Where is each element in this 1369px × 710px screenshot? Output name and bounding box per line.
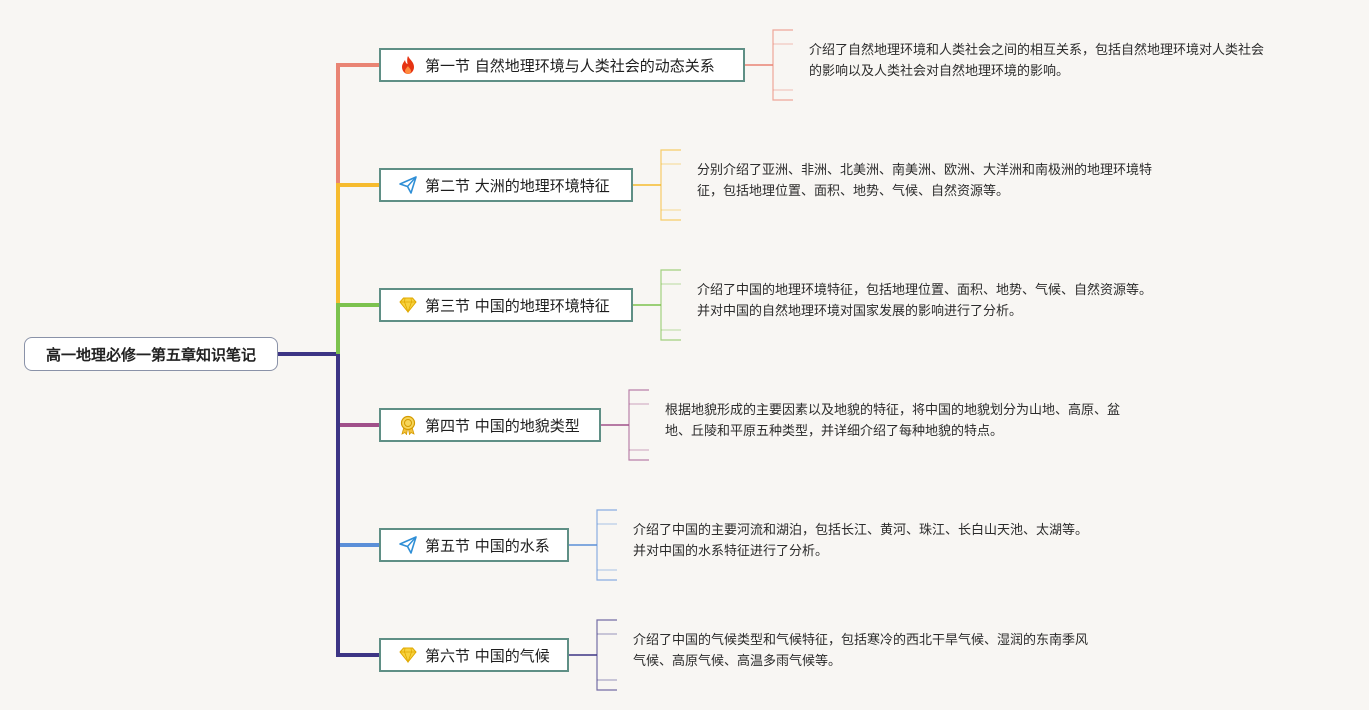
section-title: 第四节 中国的地貌类型 (425, 416, 580, 435)
bracket (596, 619, 617, 691)
description-line: 根据地貌形成的主要因素以及地貌的特征，将中国的地貌划分为山地、高原、盆 (665, 403, 1121, 418)
branch-connector (336, 63, 379, 354)
description-line: 征，包括地理位置、面积、地势、气候、自然资源等。 (697, 184, 1010, 199)
description-line: 介绍了自然地理环境和人类社会之间的相互关系，包括自然地理环境对人类社会 (809, 43, 1265, 58)
section-title: 第一节 自然地理环境与人类社会的动态关系 (425, 56, 715, 75)
medal-icon (397, 414, 419, 436)
bracket (596, 509, 617, 581)
paper-plane-icon (397, 534, 419, 556)
bracket (772, 29, 793, 101)
section-description: 介绍了自然地理环境和人类社会之间的相互关系，包括自然地理环境对人类社会的影响以及… (809, 40, 1264, 82)
description-line: 介绍了中国的主要河流和湖泊，包括长江、黄河、珠江、长白山天池、太湖等。 (633, 523, 1089, 538)
section-description: 介绍了中国的地理环境特征，包括地理位置、面积、地势、气候、自然资源等。并对中国的… (697, 280, 1152, 322)
root-title: 高一地理必修一第五章知识笔记 (45, 345, 256, 364)
section-node-6[interactable]: 第六节 中国的气候 (379, 638, 569, 672)
section-title: 第五节 中国的水系 (425, 536, 550, 555)
bracket (628, 389, 649, 461)
branch-connector (336, 354, 379, 427)
section-node-3[interactable]: 第三节 中国的地理环境特征 (379, 288, 633, 322)
paper-plane-icon (397, 174, 419, 196)
section-node-4[interactable]: 第四节 中国的地貌类型 (379, 408, 601, 442)
diamond-icon (397, 294, 419, 316)
section-description: 根据地貌形成的主要因素以及地貌的特征，将中国的地貌划分为山地、高原、盆地、丘陵和… (665, 400, 1120, 442)
diamond-icon (397, 644, 419, 666)
root-topic[interactable]: 高一地理必修一第五章知识笔记 (24, 337, 278, 371)
section-title: 第三节 中国的地理环境特征 (425, 296, 610, 315)
section-description: 分别介绍了亚洲、非洲、北美洲、南美洲、欧洲、大洋洲和南极洲的地理环境特征，包括地… (697, 160, 1152, 202)
section-node-2[interactable]: 第二节 大洲的地理环境特征 (379, 168, 633, 202)
bracket (660, 149, 681, 221)
section-node-5[interactable]: 第五节 中国的水系 (379, 528, 569, 562)
section-description: 介绍了中国的主要河流和湖泊，包括长江、黄河、珠江、长白山天池、太湖等。并对中国的… (633, 520, 1088, 562)
section-title: 第六节 中国的气候 (425, 646, 550, 665)
description-line: 分别介绍了亚洲、非洲、北美洲、南美洲、欧洲、大洋洲和南极洲的地理环境特 (697, 163, 1153, 178)
branch-connector (336, 183, 379, 354)
fire-icon (397, 54, 419, 76)
description-line: 地、丘陵和平原五种类型，并详细介绍了每种地貌的特点。 (665, 424, 1004, 439)
section-description: 介绍了中国的气候类型和气候特征，包括寒冷的西北干旱气候、湿润的东南季风气候、高原… (633, 630, 1088, 672)
bracket (660, 269, 681, 341)
description-line: 气候、高原气候、高温多雨气候等。 (633, 654, 842, 669)
branch-connector (336, 354, 379, 547)
section-node-1[interactable]: 第一节 自然地理环境与人类社会的动态关系 (379, 48, 745, 82)
description-line: 并对中国的水系特征进行了分析。 (633, 544, 829, 559)
description-line: 的影响以及人类社会对自然地理环境的影响。 (809, 64, 1070, 79)
description-line: 介绍了中国的地理环境特征，包括地理位置、面积、地势、气候、自然资源等。 (697, 283, 1153, 298)
section-title: 第二节 大洲的地理环境特征 (425, 176, 610, 195)
branch-connector (336, 303, 379, 354)
branch-connector (336, 354, 379, 657)
description-line: 介绍了中国的气候类型和气候特征，包括寒冷的西北干旱气候、湿润的东南季风 (633, 633, 1089, 648)
description-line: 并对中国的自然地理环境对国家发展的影响进行了分析。 (697, 304, 1023, 319)
